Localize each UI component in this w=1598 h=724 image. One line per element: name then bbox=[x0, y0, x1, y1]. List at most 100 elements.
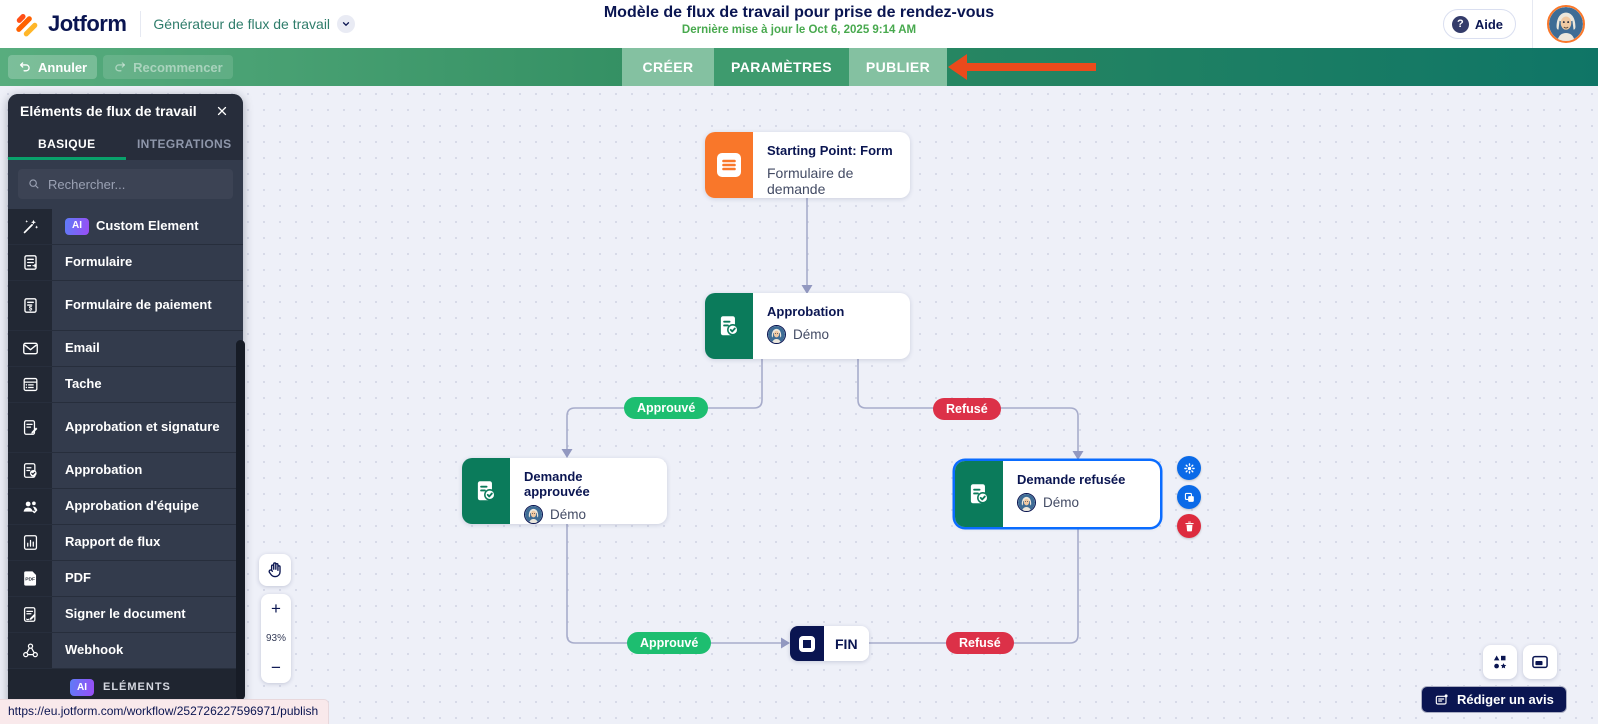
tab-integrations[interactable]: INTEGRATIONS bbox=[136, 137, 232, 151]
sidebar-item-formulaire-de-paiement[interactable]: $Formulaire de paiement bbox=[8, 281, 243, 331]
help-label: Aide bbox=[1474, 16, 1503, 32]
tab-publier[interactable]: PUBLIER bbox=[849, 48, 947, 86]
node-title: Demande approuvée bbox=[524, 469, 590, 499]
tab-creer[interactable]: CRÉER bbox=[622, 48, 714, 86]
sidebar-item-approbation[interactable]: Approbation bbox=[8, 453, 243, 489]
pdf-icon: PDF bbox=[8, 561, 52, 596]
sidebar-item-approbation-et-signature[interactable]: Approbation et signature bbox=[8, 403, 243, 453]
assignee-row: Démo bbox=[524, 505, 651, 524]
panel-scrollbar[interactable] bbox=[236, 340, 245, 700]
node-duplicate-button[interactable] bbox=[1177, 485, 1201, 509]
branch-pill-approved-top[interactable]: Approuvé bbox=[624, 397, 709, 419]
page-title[interactable]: Modèle de flux de travail pour prise de … bbox=[603, 4, 995, 21]
tab-parametres[interactable]: PARAMÈTRES bbox=[714, 48, 849, 86]
document-title-block: Modèle de flux de travail pour prise de … bbox=[604, 4, 994, 36]
assignee-name: Démo bbox=[793, 327, 830, 342]
jotform-logo[interactable]: Jotform bbox=[0, 11, 140, 37]
undo-button[interactable]: Annuler bbox=[8, 55, 98, 79]
preview-panel-button[interactable] bbox=[1523, 645, 1557, 679]
branch-pill-rejected-top[interactable]: Refusé bbox=[933, 398, 1001, 420]
copy-icon bbox=[1184, 492, 1194, 502]
search-container bbox=[8, 160, 243, 209]
form-icon bbox=[705, 132, 753, 198]
write-review-icon bbox=[1435, 693, 1448, 705]
assignee-name: Démo bbox=[1043, 495, 1080, 510]
last-updated-text: Dernière mise à jour le Oct 6, 2025 9:14… bbox=[681, 24, 917, 36]
sign-document-icon bbox=[8, 597, 52, 632]
node-start-form[interactable]: Starting Point: Form Formulaire de deman… bbox=[705, 132, 910, 198]
redo-button[interactable]: Recommencer bbox=[103, 55, 233, 79]
sidebar-item-label: Approbation et signature bbox=[52, 403, 243, 452]
link-status-bar: https://eu.jotform.com/workflow/25272622… bbox=[0, 699, 330, 724]
sidebar-item-approbation-d-quipe[interactable]: Approbation d'équipe bbox=[8, 489, 243, 525]
sidebar-item-formulaire[interactable]: Formulaire bbox=[8, 245, 243, 281]
sidebar-item-tache[interactable]: Tache bbox=[8, 367, 243, 403]
node-settings-button[interactable] bbox=[1177, 456, 1201, 480]
branch-pill-approved-bottom[interactable]: Approuvé bbox=[627, 632, 712, 654]
elements-shortcut-button[interactable] bbox=[1483, 645, 1517, 679]
assignee-row: Démo bbox=[767, 325, 844, 344]
approval-icon bbox=[705, 293, 753, 359]
sidebar-item-label: Rapport de flux bbox=[52, 525, 243, 560]
ai-badge: AI bbox=[65, 218, 89, 235]
approval-icon bbox=[8, 453, 52, 488]
team-approval-icon bbox=[8, 489, 52, 524]
tab-basique[interactable]: BASIQUE bbox=[8, 128, 126, 160]
brand-name: Jotform bbox=[48, 11, 127, 36]
sidebar-item-webhook[interactable]: Webhook bbox=[8, 633, 243, 669]
node-subtitle: Formulaire de demande bbox=[767, 165, 854, 197]
node-delete-button[interactable] bbox=[1177, 514, 1201, 538]
panel-icon bbox=[1532, 655, 1548, 669]
sidebar-item-label: Formulaire bbox=[52, 245, 243, 280]
node-approbation[interactable]: Approbation Démo bbox=[705, 293, 910, 359]
jotform-logo-icon bbox=[16, 14, 38, 37]
panel-title: Eléments de flux de travail bbox=[20, 103, 197, 119]
svg-text:PDF: PDF bbox=[25, 577, 35, 583]
top-header: Jotform Générateur de flux de travail Mo… bbox=[0, 0, 1598, 48]
zoom-in-button[interactable]: + bbox=[271, 599, 281, 618]
chevron-down-icon bbox=[337, 15, 356, 33]
payment-form-icon: $ bbox=[8, 281, 52, 330]
node-demande-refusee[interactable]: Demande refusée Démo bbox=[955, 461, 1160, 527]
search-field[interactable] bbox=[18, 169, 233, 199]
app-switcher-dropdown[interactable]: Générateur de flux de travail bbox=[140, 11, 356, 37]
assignee-avatar bbox=[524, 505, 543, 524]
approval-signature-icon bbox=[8, 403, 52, 452]
user-avatar[interactable] bbox=[1546, 5, 1585, 43]
sidebar-item-label: Signer le document bbox=[52, 597, 243, 632]
feedback-button[interactable]: Rédiger un avis bbox=[1421, 686, 1567, 713]
workflow-canvas[interactable]: Starting Point: Form Formulaire de deman… bbox=[0, 86, 1598, 724]
node-demande-approuvee[interactable]: Demande approuvée Démo bbox=[462, 458, 667, 524]
shapes-icon bbox=[1493, 655, 1507, 669]
undo-redo-group: Annuler Recommencer bbox=[8, 55, 233, 79]
sidebar-item-signer-le-document[interactable]: Signer le document bbox=[8, 597, 243, 633]
node-fin[interactable]: FIN bbox=[790, 626, 869, 661]
builder-toolbar: Annuler Recommencer CRÉER PARAMÈTRES PUB… bbox=[0, 48, 1598, 86]
approval-icon bbox=[462, 458, 510, 524]
branch-pill-rejected-bottom[interactable]: Refusé bbox=[946, 632, 1014, 654]
sidebar-item-label: Tache bbox=[52, 367, 243, 402]
assignee-avatar bbox=[1017, 493, 1036, 512]
canvas-corner-buttons bbox=[1483, 645, 1557, 679]
sidebar-item-rapport-de-flux[interactable]: Rapport de flux bbox=[8, 525, 243, 561]
assignee-name: Démo bbox=[550, 507, 587, 522]
feedback-label: Rédiger un avis bbox=[1457, 692, 1554, 707]
sidebar-item-email[interactable]: Email bbox=[8, 331, 243, 367]
approval-icon bbox=[955, 461, 1003, 527]
pan-tool-button[interactable] bbox=[259, 554, 291, 586]
assignee-avatar bbox=[767, 325, 786, 344]
node-title: Starting Point: Form bbox=[767, 143, 893, 158]
panel-tabs: BASIQUE INTEGRATIONS bbox=[8, 128, 243, 160]
gear-icon bbox=[1183, 462, 1195, 474]
search-input[interactable] bbox=[48, 176, 224, 192]
zoom-out-button[interactable]: − bbox=[271, 658, 281, 677]
node-title: Approbation bbox=[767, 304, 845, 319]
close-panel-button[interactable] bbox=[213, 102, 231, 120]
form-icon bbox=[8, 245, 52, 280]
help-button[interactable]: ? Aide bbox=[1442, 9, 1516, 39]
undo-icon bbox=[19, 62, 30, 72]
